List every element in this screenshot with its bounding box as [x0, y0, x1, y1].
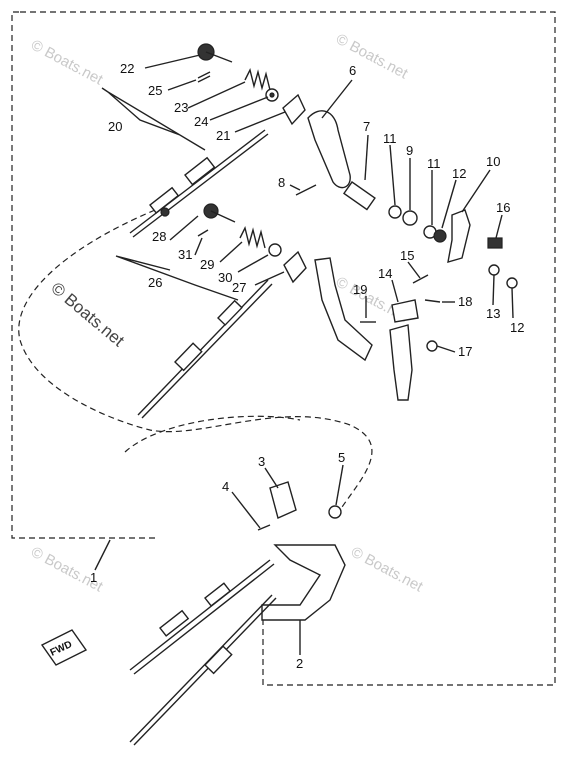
- watermark: © Boats.net: [333, 31, 411, 83]
- callout-27: 26: [148, 275, 162, 290]
- cable-loop-inner: [124, 415, 301, 453]
- part-7-collar: [342, 181, 376, 211]
- callout-23: 22: [120, 61, 134, 76]
- callout-30: 29: [200, 257, 214, 272]
- callout-9: 9: [406, 143, 413, 158]
- part-19-cotter-pin: [424, 299, 441, 303]
- callout-2: 2: [296, 656, 303, 671]
- shift-rod: [389, 324, 413, 401]
- part-8-bolt: [295, 184, 317, 196]
- callout-5: 5: [338, 450, 345, 465]
- callout-1: 1: [90, 570, 97, 585]
- watermark: © Boats.net: [348, 544, 426, 596]
- part-3-clamp: [269, 481, 297, 519]
- part-26-pin: [197, 71, 211, 83]
- callout-20: 19: [353, 282, 367, 297]
- forward-direction-arrow: FWD: [40, 629, 88, 666]
- part-23-lever-pin: [197, 43, 233, 63]
- callout-19: 18: [458, 294, 472, 309]
- callout-15: 14: [378, 266, 392, 281]
- part-22-joint: [282, 93, 306, 126]
- callout-18: 17: [458, 344, 472, 359]
- part-11-washer: [388, 205, 402, 219]
- shift-housing: [314, 257, 373, 362]
- callout-26: 25: [148, 83, 162, 98]
- callout-8: 8: [278, 175, 285, 190]
- callout-22: 21: [216, 128, 230, 143]
- part-16-pin: [412, 274, 429, 284]
- part-5-nut: [328, 505, 342, 519]
- callout-24: 23: [174, 100, 188, 115]
- callout-13: 12: [510, 320, 524, 335]
- callout-17: 16: [496, 200, 510, 215]
- callout-6: 6: [349, 63, 356, 78]
- part-32-pin: [197, 229, 209, 237]
- callout-29: 28: [152, 229, 166, 244]
- callout-16: 15: [400, 248, 414, 263]
- callout-11: 11: [383, 131, 397, 146]
- callout-32: 31: [178, 247, 192, 262]
- callout-4: 4: [222, 479, 229, 494]
- part-9-bushing: [402, 210, 418, 226]
- part-6-lever: [307, 110, 351, 189]
- callout-31: 30: [218, 270, 232, 285]
- callouts: 22 25 23 24 20 21 6 7 8 11 9 11 12 10 16…: [90, 61, 524, 671]
- callout-12: 12: [452, 166, 466, 181]
- part-2-bracket: [261, 544, 346, 621]
- part-10-bracket: [447, 209, 471, 263]
- part-15-clip: [391, 299, 419, 323]
- callout-7: 7: [363, 119, 370, 134]
- callout-3: 3: [258, 454, 265, 469]
- part-4-screw: [257, 524, 271, 531]
- callout-10: 10: [486, 154, 500, 169]
- upper-cable: [129, 129, 269, 238]
- bottom-cables: [129, 559, 277, 746]
- part-30-spring: [239, 225, 266, 249]
- callout-21: 20: [108, 119, 122, 134]
- part-13-bolt: [506, 277, 518, 289]
- watermark: © Boats.net: [28, 37, 106, 89]
- part-28-joint: [283, 250, 307, 284]
- assembly-boundary: [11, 11, 556, 686]
- cable-loop: [18, 209, 373, 511]
- callout-28: 27: [232, 280, 246, 295]
- part-12-nut: [433, 229, 447, 243]
- part-31-washer: [268, 243, 282, 257]
- part-14-washer: [488, 264, 500, 276]
- part-24-spring: [244, 67, 271, 91]
- lower-cable: [137, 279, 273, 419]
- callout-25: 24: [194, 114, 208, 129]
- watermark: © Boats.net: [47, 279, 128, 351]
- leader-lines: [94, 54, 514, 655]
- part-17-joint: [487, 237, 503, 249]
- bracket-27: [115, 255, 239, 301]
- callout-11b: 11: [427, 156, 441, 171]
- callout-14: 13: [486, 306, 500, 321]
- bracket-21: [101, 87, 206, 151]
- part-18-nut: [426, 340, 438, 352]
